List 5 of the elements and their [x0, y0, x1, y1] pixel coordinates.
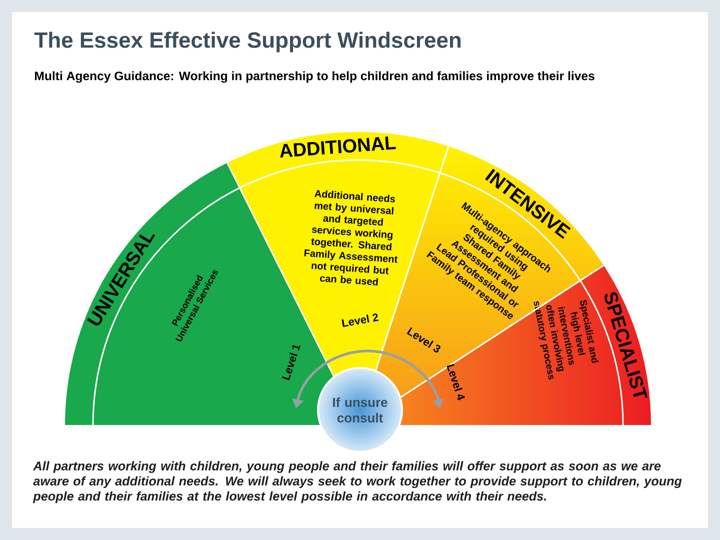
level-label: Level 4: [446, 364, 465, 400]
title: The Essex Effective Support Windscreen: [34, 32, 461, 52]
subtitle: Multi Agency Guidance: Working in partnership to help children and families improve their lives: [35, 71, 594, 83]
caption: All partners working with children, young people and their families will offer support as soon as we are aware of any additional needs. We will always seek to work together to provide support to children, young people and their families at the lowest level possible in accordance with their needs.: [32, 461, 682, 504]
level-label: Level 1: [282, 345, 300, 380]
